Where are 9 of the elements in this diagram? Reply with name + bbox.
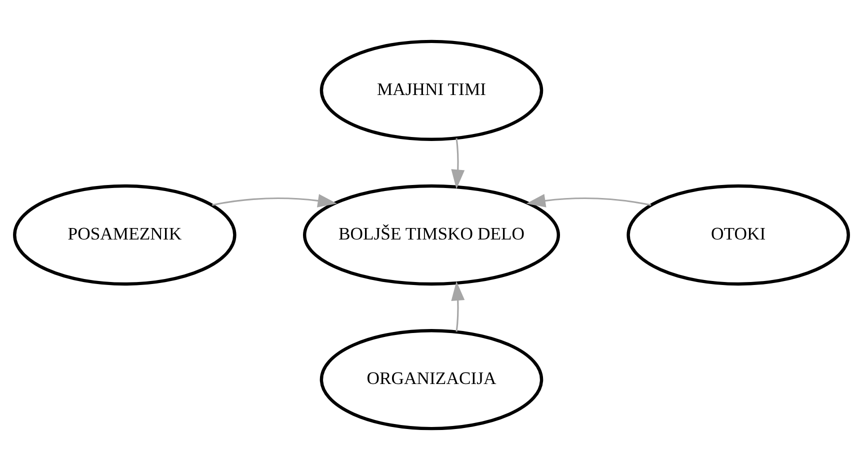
arrow: [212, 194, 338, 207]
node-ellipse: BOLJŠE TIMSKO DELO: [302, 184, 560, 286]
arrow: [451, 138, 465, 188]
arrow: [451, 280, 465, 332]
node-ellipse: POSAMEZNIK: [13, 184, 236, 286]
node-ellipse: OTOKI: [626, 184, 850, 286]
arrow: [526, 194, 652, 207]
node-ellipse: MAJHNI TIMI: [320, 39, 544, 141]
node-ellipse: ORGANIZACIJA: [320, 328, 544, 430]
